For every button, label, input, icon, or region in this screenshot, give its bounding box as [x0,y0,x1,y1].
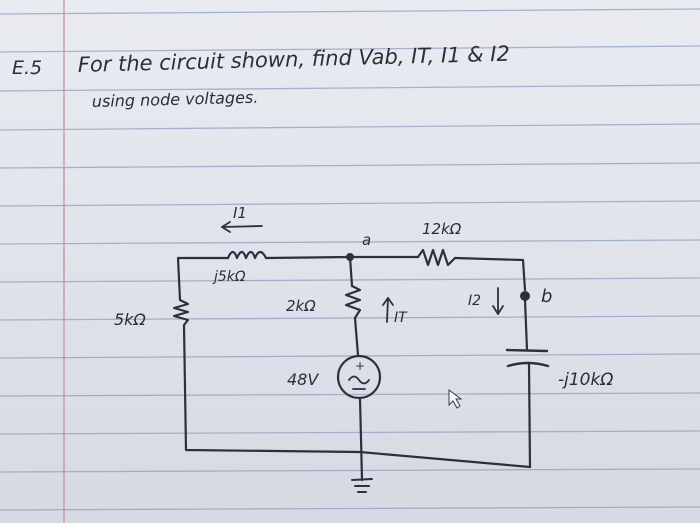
label-i1: I1 [233,204,247,222]
node-b-dot [520,291,530,301]
problem-number: E.5 [12,57,42,79]
problem-line-1: For the circuit shown, find Vab, IT, I1 … [78,42,511,77]
svg-text:+: + [355,359,365,373]
capacitor-minus-j10k [505,348,550,368]
circuit-wires [176,255,532,482]
label-12k: 12kΩ [422,220,462,238]
ac-source-48v: + [336,354,382,400]
label-capacitor: -j10kΩ [558,370,613,390]
arrow-it-icon [382,297,394,323]
label-i2: I2 [468,293,481,309]
label-node-b: b [541,286,552,307]
arrow-i2-icon [492,287,504,315]
label-node-a: a [362,231,371,249]
problem-line-2: using node voltages. [92,88,259,111]
resistor-12k [416,248,457,267]
resistor-2k [344,284,362,320]
label-5k: 5kΩ [114,310,146,329]
ground-icon [351,478,373,493]
arrow-i1-icon [221,221,263,233]
mouse-cursor-icon [448,389,463,409]
inductor-j5k [226,250,268,260]
label-48v: 48V [287,370,319,389]
resistor-5k [172,298,190,327]
label-inductor: j5kΩ [212,269,246,285]
node-a-dot [346,253,354,261]
ruled-lines [0,8,700,511]
label-2k: 2kΩ [286,297,316,315]
label-it: IT [394,310,408,326]
